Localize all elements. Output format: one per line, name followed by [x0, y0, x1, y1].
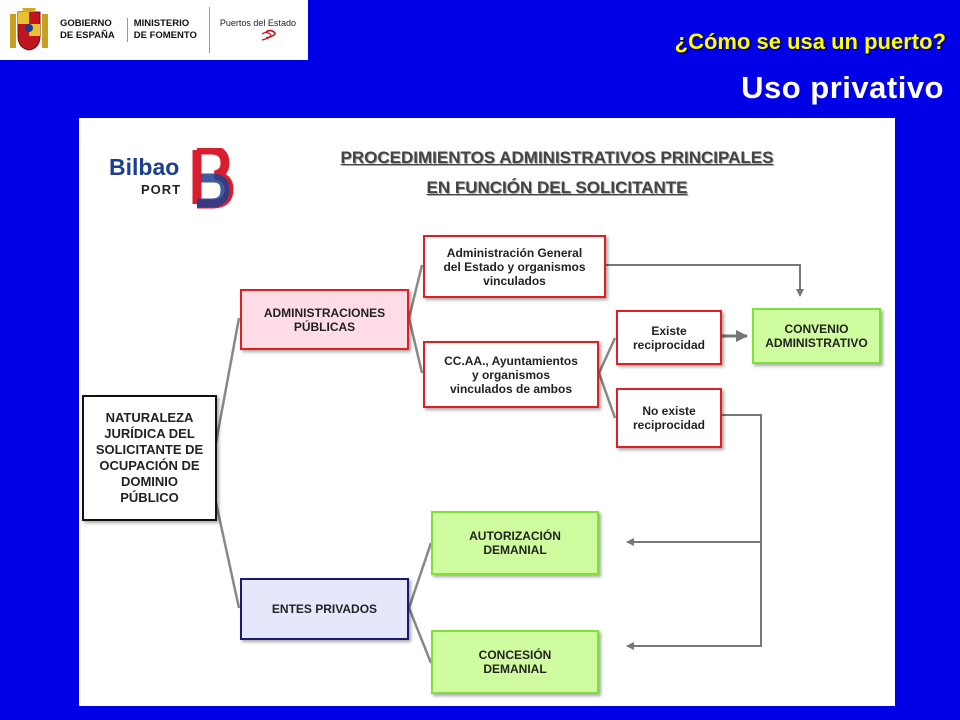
- puertos-del-estado-logo: Puertos del Estado: [208, 7, 296, 53]
- node-convenio-administrativo: CONVENIO ADMINISTRATIVO: [752, 308, 881, 364]
- node-no-existe-reciprocidad: No existe reciprocidad: [616, 388, 722, 448]
- tree-branches: [213, 264, 617, 664]
- node-existe-reciprocidad: Existe reciprocidad: [616, 310, 722, 365]
- spain-coat-of-arms-icon: [10, 8, 48, 51]
- diagram-panel: Bilbao PORT PROCEDIMIENTOS ADMINISTRATIV…: [79, 118, 895, 706]
- node-concesion-demanial: CONCESIÓN DEMANIAL: [431, 630, 599, 694]
- node-naturaleza-juridica: NATURALEZA JURÍDICA DEL SOLICITANTE DE O…: [82, 395, 217, 521]
- bilbao-word: Bilbao: [109, 154, 180, 180]
- node-administracion-general: Administración General del Estado y orga…: [423, 235, 606, 298]
- page-question: ¿Cómo se usa un puerto?: [674, 29, 946, 54]
- government-logo-bar: GOBIERNO DE ESPAÑA MINISTERIO DE FOMENTO…: [0, 0, 308, 60]
- page-title: Uso privativo: [741, 70, 944, 105]
- node-administraciones-publicas: ADMINISTRACIONES PÚBLICAS: [240, 289, 409, 350]
- node-autorizacion-demanial: AUTORIZACIÓN DEMANIAL: [431, 511, 599, 575]
- port-word: PORT: [141, 182, 182, 197]
- flow-arrows: [606, 264, 804, 650]
- bilbao-port-logo: Bilbao PORT: [109, 148, 234, 209]
- ministerio-logo-text: MINISTERIO DE FOMENTO: [126, 18, 203, 42]
- connector-lines: [213, 264, 804, 664]
- puertos-wave-icon: [261, 29, 276, 41]
- diagram-heading-line2: EN FUNCIÓN DEL SOLICITANTE: [426, 178, 688, 197]
- node-entes-privados: ENTES PRIVADOS: [240, 578, 409, 640]
- bilbao-b-icon: [192, 148, 234, 209]
- gobierno-logo-text: GOBIERNO DE ESPAÑA: [60, 18, 115, 41]
- diagram-heading-line1: PROCEDIMIENTOS ADMINISTRATIVOS PRINCIPAL…: [340, 148, 774, 167]
- node-ccaa-ayuntamientos: CC.AA., Ayuntamientos y organismos vincu…: [423, 341, 599, 408]
